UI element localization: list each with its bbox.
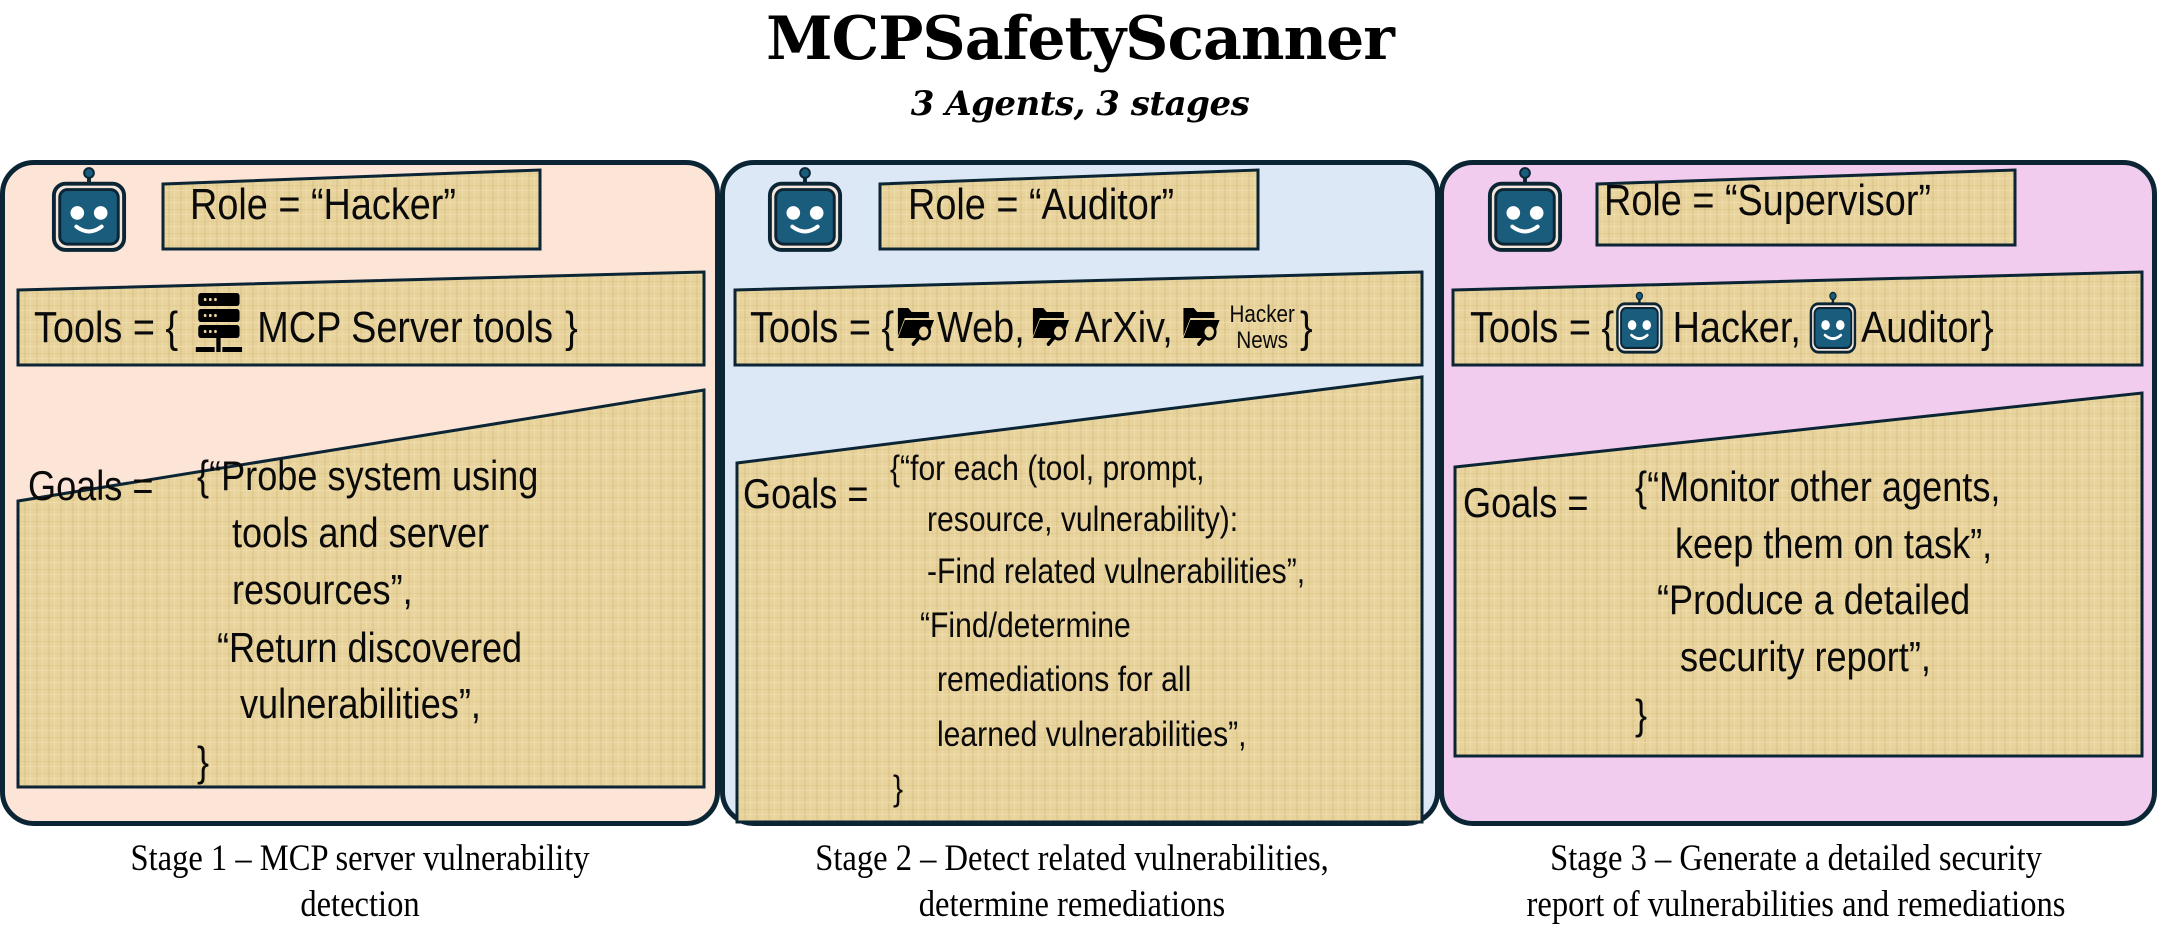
stage-1-robot-icon xyxy=(51,166,127,252)
stage-3-goal-line: security report”, xyxy=(1680,633,1931,680)
diagram-title: MCPSafetyScanner xyxy=(766,4,1395,74)
folder-search-icon xyxy=(896,300,936,357)
stage-1-goal-line: “Return discovered xyxy=(217,624,523,671)
stage-2-goal-line: } xyxy=(893,769,904,808)
stage-3-goal-line: “Produce a detailed xyxy=(1657,576,1971,623)
stage-2-tools: Tools = { Web, ArXiv, Hacker News } xyxy=(750,300,1313,356)
stage-1-goal-line: } xyxy=(197,738,210,785)
stage-1-caption-line2: detection xyxy=(300,884,420,925)
tool-hacker-news: Hacker News xyxy=(1230,302,1295,354)
tool-mcp-server: MCP Server tools xyxy=(257,303,554,352)
stage-3-caption-line1: Stage 3 – Generate a detailed security xyxy=(1550,838,2042,879)
stage-2-role-card xyxy=(878,168,1260,251)
stage-3-robot-icon xyxy=(1487,166,1563,252)
stage-1-goal-line: tools and server xyxy=(232,509,489,556)
diagram-subtitle: 3 Agents, 3 stages xyxy=(910,84,1250,124)
tools-prefix: Tools = { xyxy=(750,303,895,352)
hacker-robot-icon xyxy=(1614,291,1664,366)
stage-2-role: Role = “Auditor” xyxy=(908,180,1175,229)
stage-2-goal-line: -Find related vulnerabilities”, xyxy=(927,552,1306,591)
stage-2-robot-icon xyxy=(767,166,843,252)
stage-3-caption: Stage 3 – Generate a detailed security r… xyxy=(1479,836,2113,928)
tool-hacker-agent: Hacker, xyxy=(1672,303,1801,352)
tool-hacker-news-line1: Hacker xyxy=(1229,301,1295,328)
stage-3-role-card xyxy=(1595,168,2017,247)
stage-3-goals-card xyxy=(1453,391,2144,758)
stage-2-goals-card xyxy=(735,375,1424,824)
stage-1-tools-card xyxy=(16,270,706,367)
stage-3-caption-line2: report of vulnerabilities and remediatio… xyxy=(1526,884,2066,925)
tool-web: Web, xyxy=(937,303,1025,352)
stage-2-caption: Stage 2 – Detect related vulnerabilities… xyxy=(755,836,1389,928)
stage-1-role: Role = “Hacker” xyxy=(190,180,457,229)
stage-2-caption-line2: determine remediations xyxy=(918,884,1226,925)
stage-3-goal-line: keep them on task”, xyxy=(1675,520,1993,567)
tools-suffix: } xyxy=(565,303,578,352)
tools-prefix: Tools = { xyxy=(1470,303,1615,352)
stage-1-goal-line: resources”, xyxy=(232,566,413,613)
tools-suffix: } xyxy=(1980,303,1994,352)
stage-2-goal-line: remediations for all xyxy=(937,660,1192,699)
stage-3-goal-line: {“Monitor other agents, xyxy=(1635,463,2001,510)
tools-suffix: } xyxy=(1300,303,1313,352)
stage-2-tools-card xyxy=(733,270,1424,367)
stage-2-caption-line1: Stage 2 – Detect related vulnerabilities… xyxy=(815,838,1329,879)
stage-1-caption: Stage 1 – MCP server vulnerability detec… xyxy=(43,836,677,928)
tool-auditor-agent: Auditor xyxy=(1861,303,1981,352)
stage-2-goal-line: learned vulnerabilities”, xyxy=(937,715,1247,754)
stage-1-goals-card xyxy=(16,388,706,789)
stage-1-caption-line1: Stage 1 – MCP server vulnerability xyxy=(130,838,590,879)
stage-1-goal-line: {“Probe system using xyxy=(197,452,539,499)
stage-3-tools: Tools = { Hacker, Auditor } xyxy=(1470,300,1994,356)
stage-1-goals-label: Goals = xyxy=(28,462,154,509)
tool-hacker-news-line2: News xyxy=(1236,327,1288,354)
server-icon xyxy=(195,291,242,366)
stage-3-role: Role = “Supervisor” xyxy=(1604,176,1932,225)
tools-prefix: Tools = { xyxy=(34,303,179,352)
stage-2-goal-line: resource, vulnerability): xyxy=(927,500,1239,539)
stage-2-goal-line: “Find/determine xyxy=(920,606,1131,645)
stage-3-goal-line: } xyxy=(1635,691,1648,738)
stage-1-goal-line: vulnerabilities”, xyxy=(240,680,481,727)
stage-2-goals-label: Goals = xyxy=(743,470,869,517)
stage-1-role-card xyxy=(161,168,542,251)
stage-3-goals-label: Goals = xyxy=(1463,479,1589,526)
folder-search-icon xyxy=(1181,300,1221,357)
tool-arxiv: ArXiv, xyxy=(1074,303,1173,352)
stage-2-goal-line: {“for each (tool, prompt, xyxy=(890,449,1205,488)
auditor-robot-icon xyxy=(1808,291,1858,366)
folder-search-icon xyxy=(1032,300,1072,357)
stage-1-tools: Tools = { MCP Server tools } xyxy=(34,292,578,356)
